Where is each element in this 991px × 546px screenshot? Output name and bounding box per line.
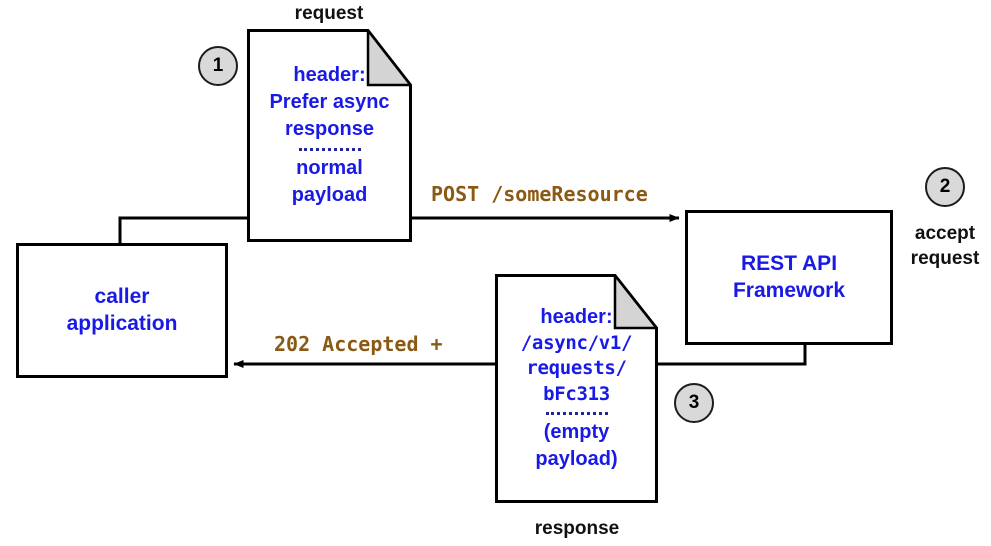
step-badge-1-number: 1 [212, 55, 224, 76]
node-caller-application-label: caller application [66, 284, 178, 335]
response-payload-line-1: (empty [543, 421, 610, 444]
document-request[interactable]: header: Prefer async response normal pay… [247, 29, 412, 242]
wire-label-request: POST /someResource [431, 182, 648, 206]
node-rest-api-framework-label: REST API Framework [732, 251, 846, 302]
step-badge-2[interactable]: 2 [925, 167, 965, 207]
request-header-line-2: response [285, 118, 374, 140]
response-payload-line-2: payload) [535, 448, 618, 471]
document-request-body: header: Prefer async response normal pay… [247, 29, 412, 242]
response-header-line-3: bFc313 [543, 382, 610, 405]
request-payload-line-1: normal [296, 157, 363, 179]
document-response-caption: response [534, 518, 620, 539]
step-2-note: accept request [910, 223, 980, 269]
response-header-label: header: [540, 305, 613, 328]
document-response-body: header: /async/v1/ requests/ bFc313 (emp… [495, 274, 658, 503]
step-badge-1[interactable]: 1 [198, 46, 238, 86]
document-request-shape [247, 29, 412, 242]
step-badge-3-number: 3 [688, 392, 700, 413]
node-rest-api-framework[interactable]: REST API Framework [685, 210, 893, 345]
document-request-caption: request [294, 3, 364, 24]
step-badge-3[interactable]: 3 [674, 383, 714, 423]
response-header-line-2: requests/ [526, 357, 627, 380]
step-badge-2-number: 2 [939, 176, 951, 197]
request-payload-line-2: payload [291, 184, 368, 206]
document-response-shape [495, 274, 658, 503]
request-header-line-1: Prefer async [269, 91, 390, 113]
node-caller-application[interactable]: caller application [16, 243, 228, 378]
wire-label-response: 202 Accepted + [274, 332, 443, 356]
request-separator [298, 148, 361, 151]
request-header-label: header: [293, 64, 366, 86]
response-separator [545, 412, 608, 416]
response-header-line-1: /async/v1/ [520, 331, 633, 354]
document-response[interactable]: header: /async/v1/ requests/ bFc313 (emp… [495, 274, 658, 503]
